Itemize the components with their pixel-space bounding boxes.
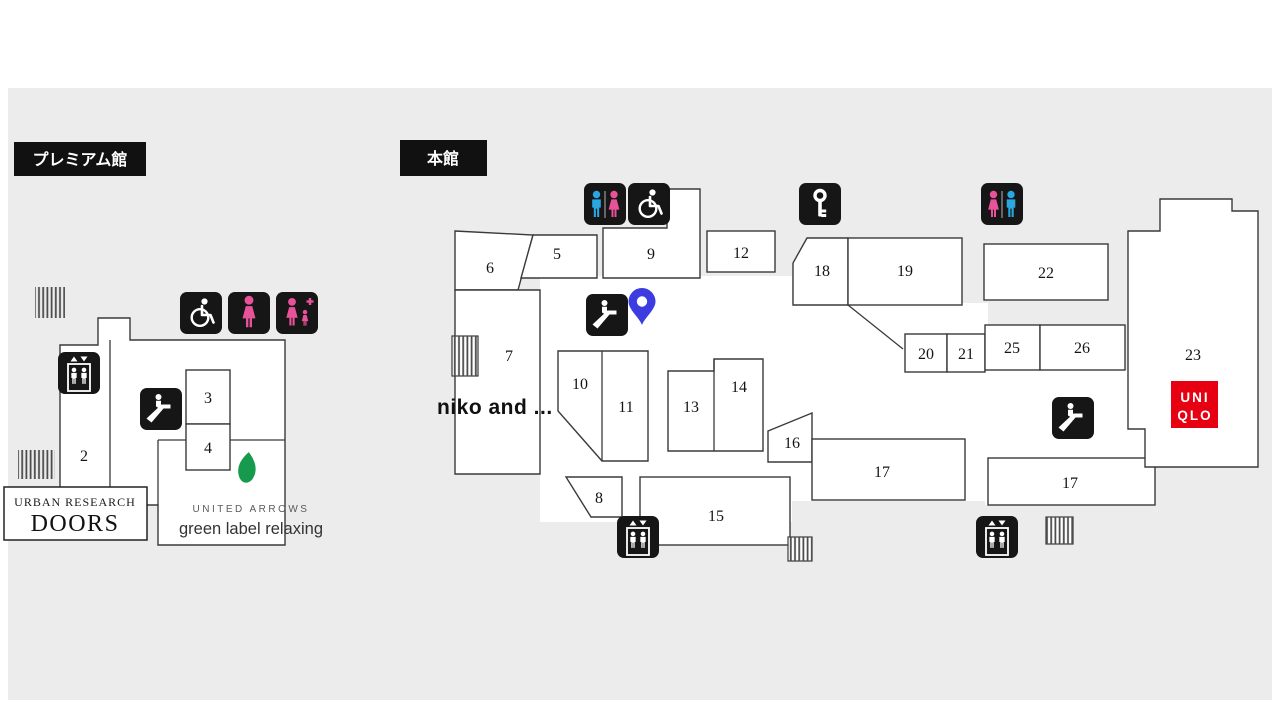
room-25[interactable] xyxy=(984,324,1041,371)
niko-and-logo[interactable]: niko and ... xyxy=(437,396,553,419)
room-6-label: 6 xyxy=(486,260,494,277)
elevator-icon xyxy=(976,516,1018,558)
room-2-label: 2 xyxy=(80,448,88,465)
room-21[interactable] xyxy=(946,333,986,373)
wall-line xyxy=(847,304,904,350)
woman-icon xyxy=(228,292,270,334)
leaf-icon xyxy=(238,452,256,483)
elevator-icon xyxy=(58,352,100,394)
room-10-11-block[interactable] xyxy=(557,350,649,462)
restroom-icon xyxy=(981,183,1023,225)
cross-glyph xyxy=(308,298,312,305)
room-23-label: 23 xyxy=(1185,347,1201,364)
stairs-hatch xyxy=(18,450,55,479)
room-15[interactable] xyxy=(639,476,791,546)
room-17a[interactable] xyxy=(811,438,966,501)
room-19[interactable] xyxy=(847,237,963,306)
premium-header-box xyxy=(14,142,146,176)
baby-room-icon xyxy=(276,292,318,334)
room-11-label: 11 xyxy=(618,399,633,416)
room-3-label: 3 xyxy=(204,390,212,407)
escalator-icon xyxy=(1052,397,1094,439)
uniqlo-line1: UNI xyxy=(1180,390,1209,405)
stairs-hatch xyxy=(451,335,479,377)
room-18[interactable] xyxy=(792,237,849,306)
room-12-label: 12 xyxy=(733,245,749,262)
room-5[interactable] xyxy=(520,234,598,279)
room-21-label: 21 xyxy=(958,346,974,363)
room-22[interactable] xyxy=(983,243,1109,301)
room-18-label: 18 xyxy=(814,263,830,280)
room-25-label: 25 xyxy=(1004,340,1020,357)
room-5-label: 5 xyxy=(553,246,561,263)
united-arrows-green-label-logo[interactable]: UNITED ARROWS green label relaxing xyxy=(179,504,323,538)
main-header-label: 本館 xyxy=(427,149,459,168)
room-13-label: 13 xyxy=(683,399,699,416)
united-arrows-text: UNITED ARROWS xyxy=(193,504,310,515)
uniqlo-logo[interactable]: UNI QLO xyxy=(1171,381,1218,428)
escalator-icon xyxy=(586,294,628,336)
main-building: 本館 xyxy=(400,140,1259,562)
room-7-label: 7 xyxy=(505,348,513,365)
premium-building: プレミアム館 2 3 4 xyxy=(3,142,323,546)
stairs-hatch xyxy=(35,287,65,318)
room-14-label: 14 xyxy=(731,379,747,396)
room-12[interactable] xyxy=(706,230,776,273)
room-9-label: 9 xyxy=(647,246,655,263)
urban-research-doors-logo[interactable]: URBAN RESEARCH DOORS xyxy=(3,486,148,541)
room-8-label: 8 xyxy=(595,490,603,507)
room-20-label: 20 xyxy=(918,346,934,363)
room-19-label: 19 xyxy=(897,263,913,280)
room-9[interactable] xyxy=(602,188,701,279)
stairs-hatch xyxy=(1045,516,1074,545)
room-7[interactable] xyxy=(454,289,541,475)
escalator-icon xyxy=(140,388,182,430)
room-4[interactable] xyxy=(185,423,231,471)
urban-research-text: URBAN RESEARCH xyxy=(14,495,136,509)
room-10-label: 10 xyxy=(572,376,588,393)
premium-header-label: プレミアム館 xyxy=(33,150,128,169)
doors-text: DOORS xyxy=(31,511,120,537)
wheelchair-icon xyxy=(628,183,670,225)
room-26-label: 26 xyxy=(1074,340,1090,357)
room-17b-label: 17 xyxy=(1062,475,1078,492)
stairs-hatch xyxy=(787,536,813,562)
key-icon xyxy=(799,183,841,225)
room-20[interactable] xyxy=(904,333,948,373)
wheelchair-icon xyxy=(180,292,222,334)
uniqlo-line2: QLO xyxy=(1177,408,1212,423)
restroom-icon xyxy=(584,183,626,225)
elevator-icon xyxy=(617,516,659,558)
room-23[interactable] xyxy=(1127,198,1259,468)
room-26[interactable] xyxy=(1039,324,1126,371)
room-17a-label: 17 xyxy=(874,464,890,481)
room-22-label: 22 xyxy=(1038,265,1054,282)
room-17b[interactable] xyxy=(987,457,1156,506)
main-header-box xyxy=(400,140,487,176)
room-16-label: 16 xyxy=(784,435,800,452)
map-pin-icon xyxy=(628,288,656,325)
room-4-label: 4 xyxy=(204,440,212,457)
room-15-label: 15 xyxy=(708,508,724,525)
green-label-relaxing-text: green label relaxing xyxy=(179,520,323,538)
